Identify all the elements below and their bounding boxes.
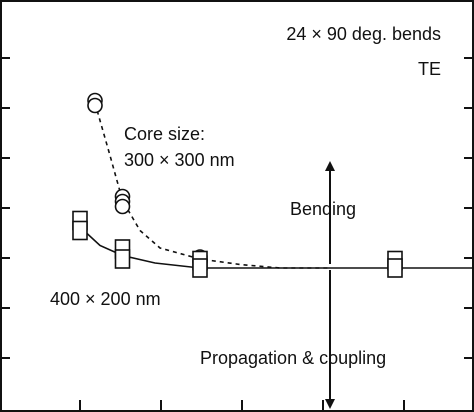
rect-size-label: 400 × 200 nm <box>50 289 161 309</box>
dashed-fit-curve <box>94 102 330 269</box>
bottom-axis-ticks <box>79 400 405 412</box>
square-marker <box>387 258 403 278</box>
square-marker <box>192 258 208 278</box>
bending-label: Bending <box>290 199 356 219</box>
data-markers <box>72 92 403 278</box>
mode-annotation: TE <box>418 59 441 79</box>
core-size-value: 300 × 300 nm <box>124 150 235 170</box>
solid-fit-curve <box>79 226 474 269</box>
propagation-label: Propagation & coupling <box>200 348 386 368</box>
core-size-label: Core size: <box>124 124 205 144</box>
bends-annotation: 24 × 90 deg. bends <box>286 24 441 44</box>
left-axis-ticks <box>0 57 10 359</box>
circle-marker <box>114 198 131 215</box>
right-axis-ticks <box>464 57 474 359</box>
circle-marker <box>87 97 103 114</box>
square-marker <box>72 220 88 241</box>
fit-curves <box>79 102 474 269</box>
square-marker <box>114 249 131 269</box>
